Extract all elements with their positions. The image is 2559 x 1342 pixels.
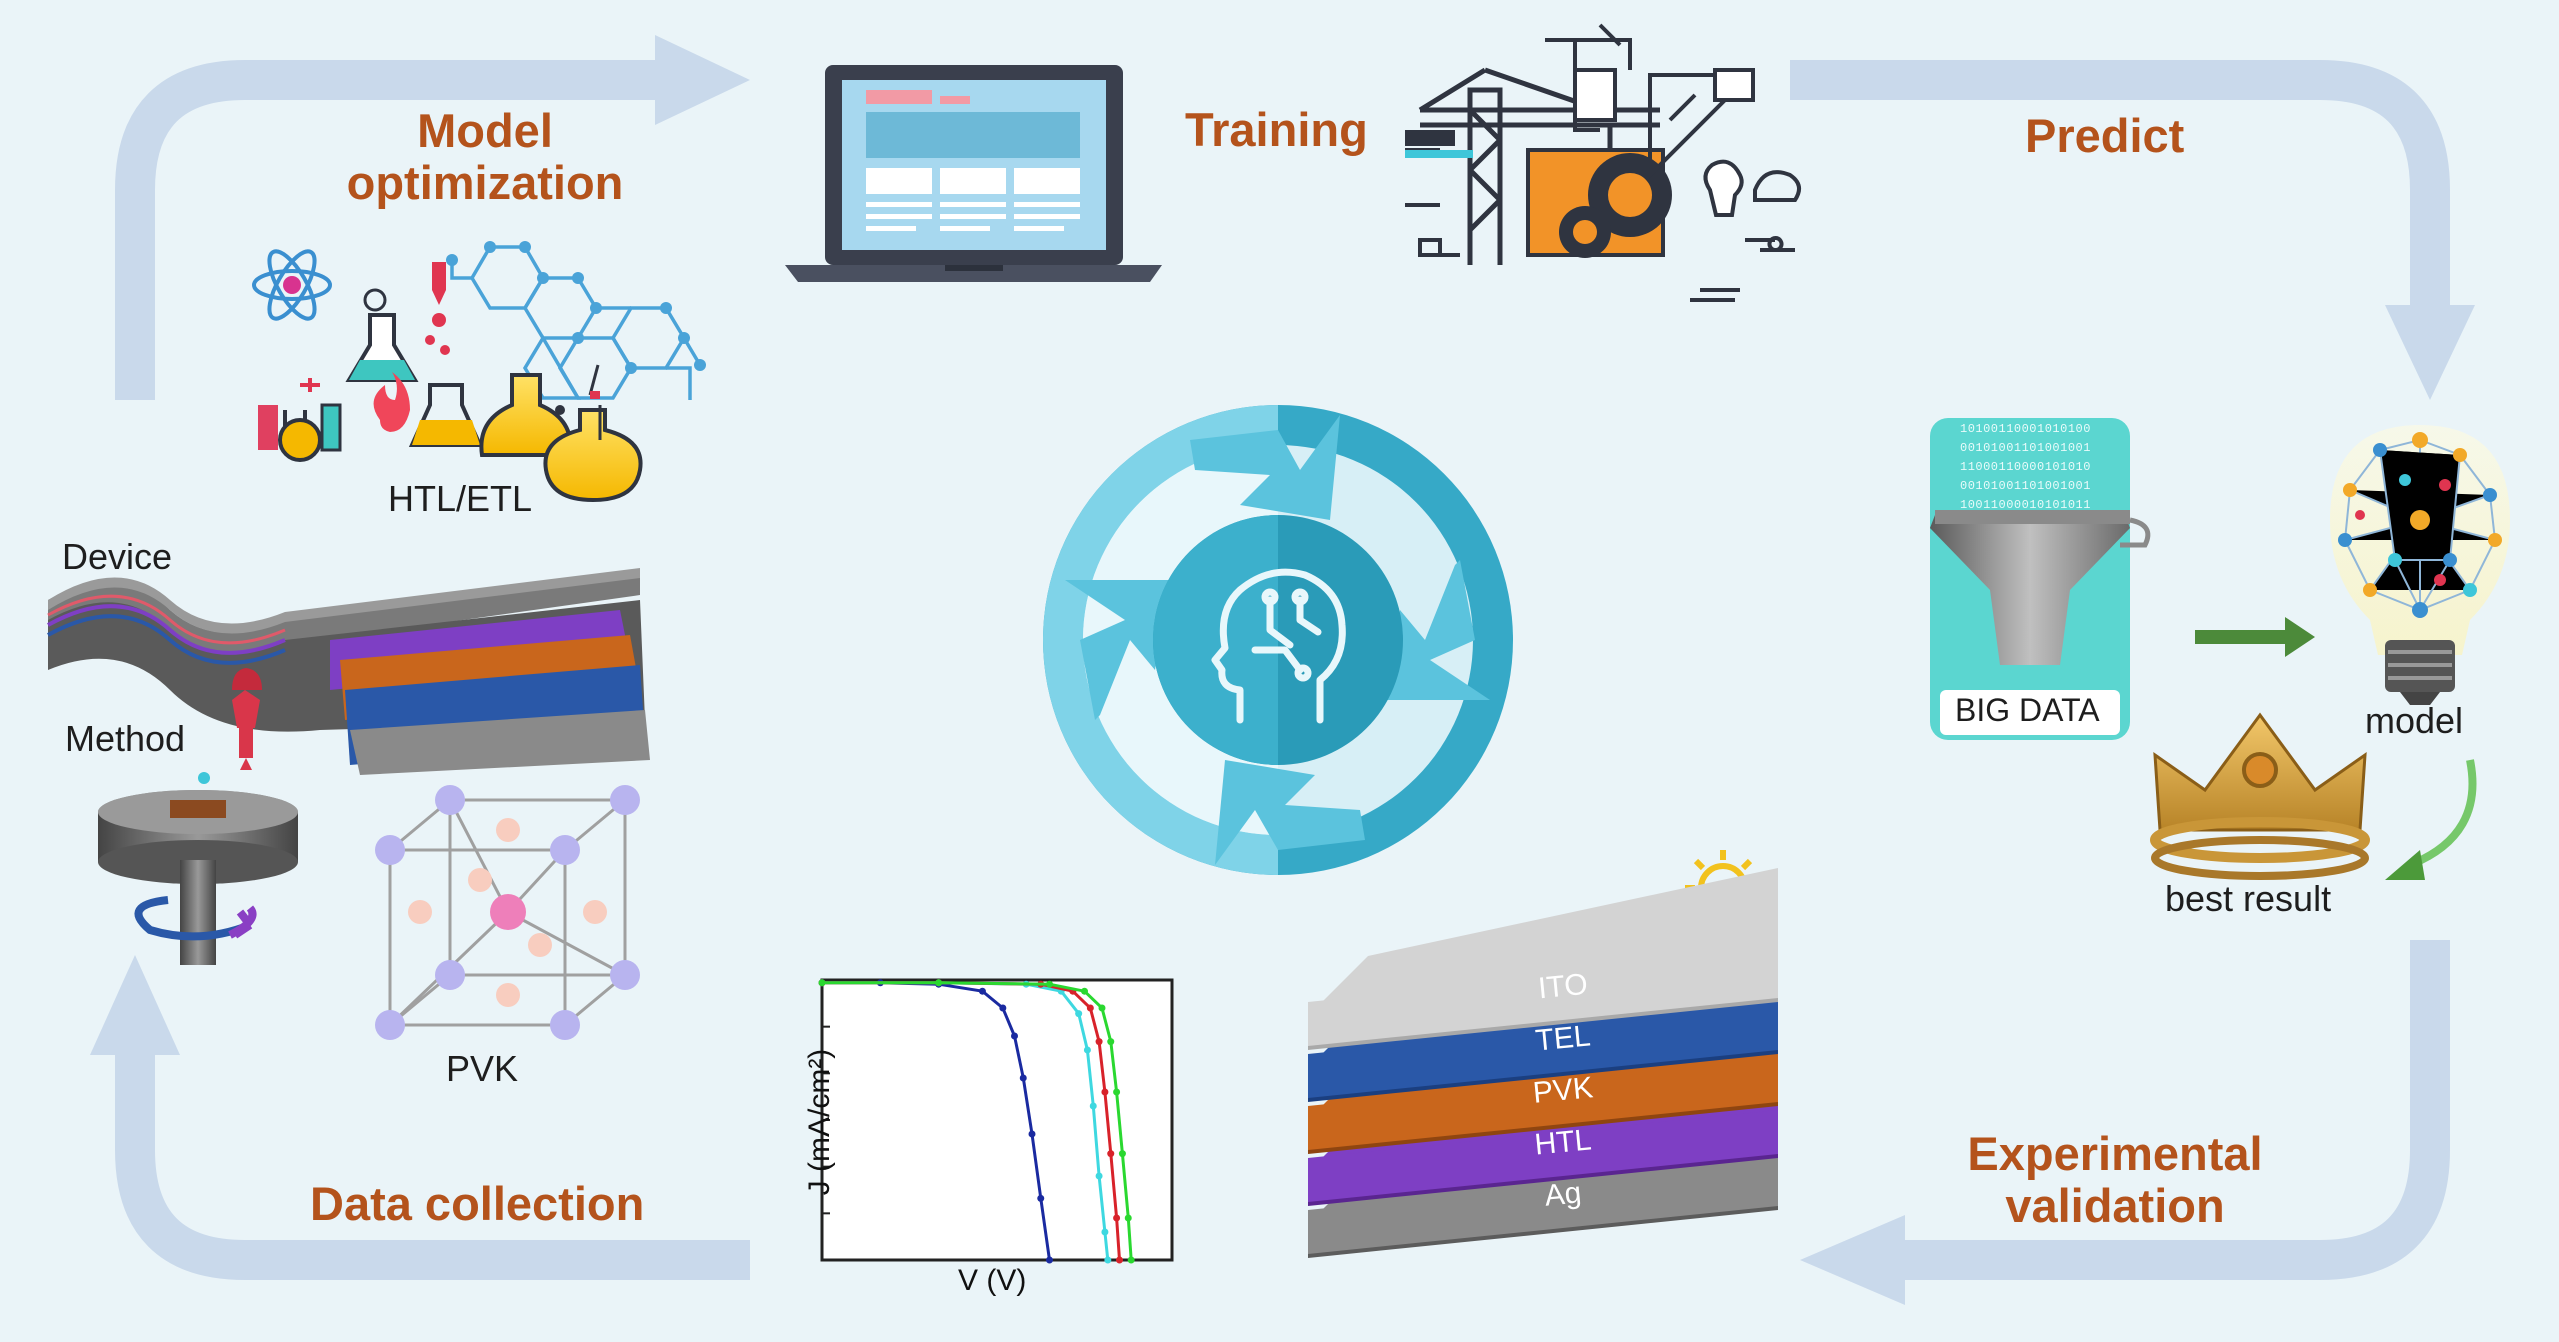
binary-line: 10011000010101011 — [1960, 498, 2091, 512]
label-htl-etl: HTL/ETL — [388, 478, 533, 519]
cycle-arrow-bottom-right — [1900, 940, 2450, 1280]
stack-layer-front — [1308, 1162, 1778, 1254]
series-point — [978, 987, 986, 995]
label-big-data: BIG DATA — [1955, 692, 2100, 728]
series-point — [1113, 1088, 1121, 1096]
chart-ticks — [822, 1025, 830, 1215]
series-point — [1011, 1032, 1018, 1040]
series-point — [1113, 1214, 1121, 1222]
series-point — [1095, 1172, 1103, 1180]
laptop-icon — [785, 65, 1162, 282]
stage-label-data-collection: Data collection — [310, 1177, 645, 1230]
curved-arrow-icon — [2385, 759, 2477, 880]
training-tools-icon — [1405, 23, 1801, 302]
series-point — [1037, 1194, 1045, 1202]
ai-cycle-hub-icon — [1043, 405, 1513, 875]
right-arrow-icon — [2195, 617, 2315, 657]
series-point — [1101, 1228, 1109, 1236]
label-best-result: best result — [2165, 878, 2332, 919]
binary-line: 10100110001010100 — [1960, 422, 2091, 436]
lightbulb-model-icon — [2330, 425, 2510, 705]
chart-frame — [820, 978, 1174, 1262]
stage-label-experimental-validation: Experimental validation — [1967, 1127, 2263, 1232]
series-line-4 — [822, 981, 1133, 1261]
series-point — [1083, 1046, 1091, 1054]
series-point — [1101, 1088, 1109, 1096]
big-data-icon — [1930, 418, 2151, 740]
flexible-device-icon — [47, 568, 650, 775]
series-point — [1118, 1150, 1126, 1158]
stage-label-training: Training — [1185, 103, 1368, 156]
series-point — [1046, 1256, 1053, 1264]
binary-data-text: 10100110001010100 00101001101001001 1100… — [1960, 420, 2091, 515]
stage-label-predict: Predict — [2025, 109, 2185, 162]
arrowhead-up — [90, 955, 180, 1055]
label-pvk: PVK — [446, 1048, 519, 1089]
series-point — [1089, 1102, 1097, 1110]
series-point — [1116, 1256, 1123, 1264]
chemistry-lab-icon — [252, 241, 706, 503]
label-model: model — [2365, 700, 2464, 741]
binary-line: 00101001101001001 — [1960, 441, 2091, 455]
series-point — [1104, 1256, 1112, 1264]
series-point — [1098, 1004, 1106, 1012]
series-point — [1019, 1074, 1027, 1082]
cycle-arrow-top-right — [1790, 60, 2450, 310]
series-point — [1127, 1256, 1135, 1264]
spin-coater-icon — [98, 668, 298, 965]
stack-layer-front — [1308, 1006, 1778, 1098]
chart-x-axis-label: V (V) — [958, 1264, 1027, 1297]
device-layer-stack — [1308, 868, 1778, 1258]
series-point — [1081, 987, 1088, 995]
series-point — [1046, 980, 1053, 988]
arrowhead-right — [655, 35, 750, 125]
cycle-arrow-bottom-left — [115, 1050, 750, 1280]
series-point — [1124, 1214, 1132, 1222]
stack-layer-front — [1308, 954, 1778, 1046]
series-point — [1107, 1038, 1115, 1046]
series-point — [999, 1004, 1007, 1012]
series-point — [818, 979, 826, 987]
arrowhead-left — [1800, 1215, 1905, 1305]
series-point — [1086, 1004, 1094, 1012]
arrowhead-down — [2385, 305, 2475, 400]
binary-line: 00101001101001001 — [1960, 479, 2091, 493]
cycle-arrowheads — [90, 35, 2475, 1305]
chart-series — [818, 979, 1135, 1264]
series-point — [1107, 1150, 1115, 1158]
stack-layer-front — [1308, 1058, 1778, 1150]
perovskite-crystal-icon — [375, 785, 640, 1040]
crown-icon — [2150, 712, 2370, 880]
series-point — [1075, 1010, 1083, 1018]
cycle-arrow-top-left — [115, 60, 660, 400]
binary-line: 11000110000101010 — [1960, 460, 2091, 474]
label-method: Method — [65, 718, 186, 759]
stack-layer-front — [1308, 1110, 1778, 1202]
jv-curve-chart — [818, 978, 1174, 1264]
cycle-arrows — [115, 60, 2450, 1280]
series-point — [1028, 1130, 1036, 1138]
chart-y-axis-label: J (mA/cm²) — [803, 1048, 836, 1196]
label-device: Device — [62, 536, 173, 577]
series-point — [1095, 1038, 1103, 1046]
stage-label-model-optimization: Model optimization — [346, 104, 624, 209]
series-point — [935, 979, 943, 987]
